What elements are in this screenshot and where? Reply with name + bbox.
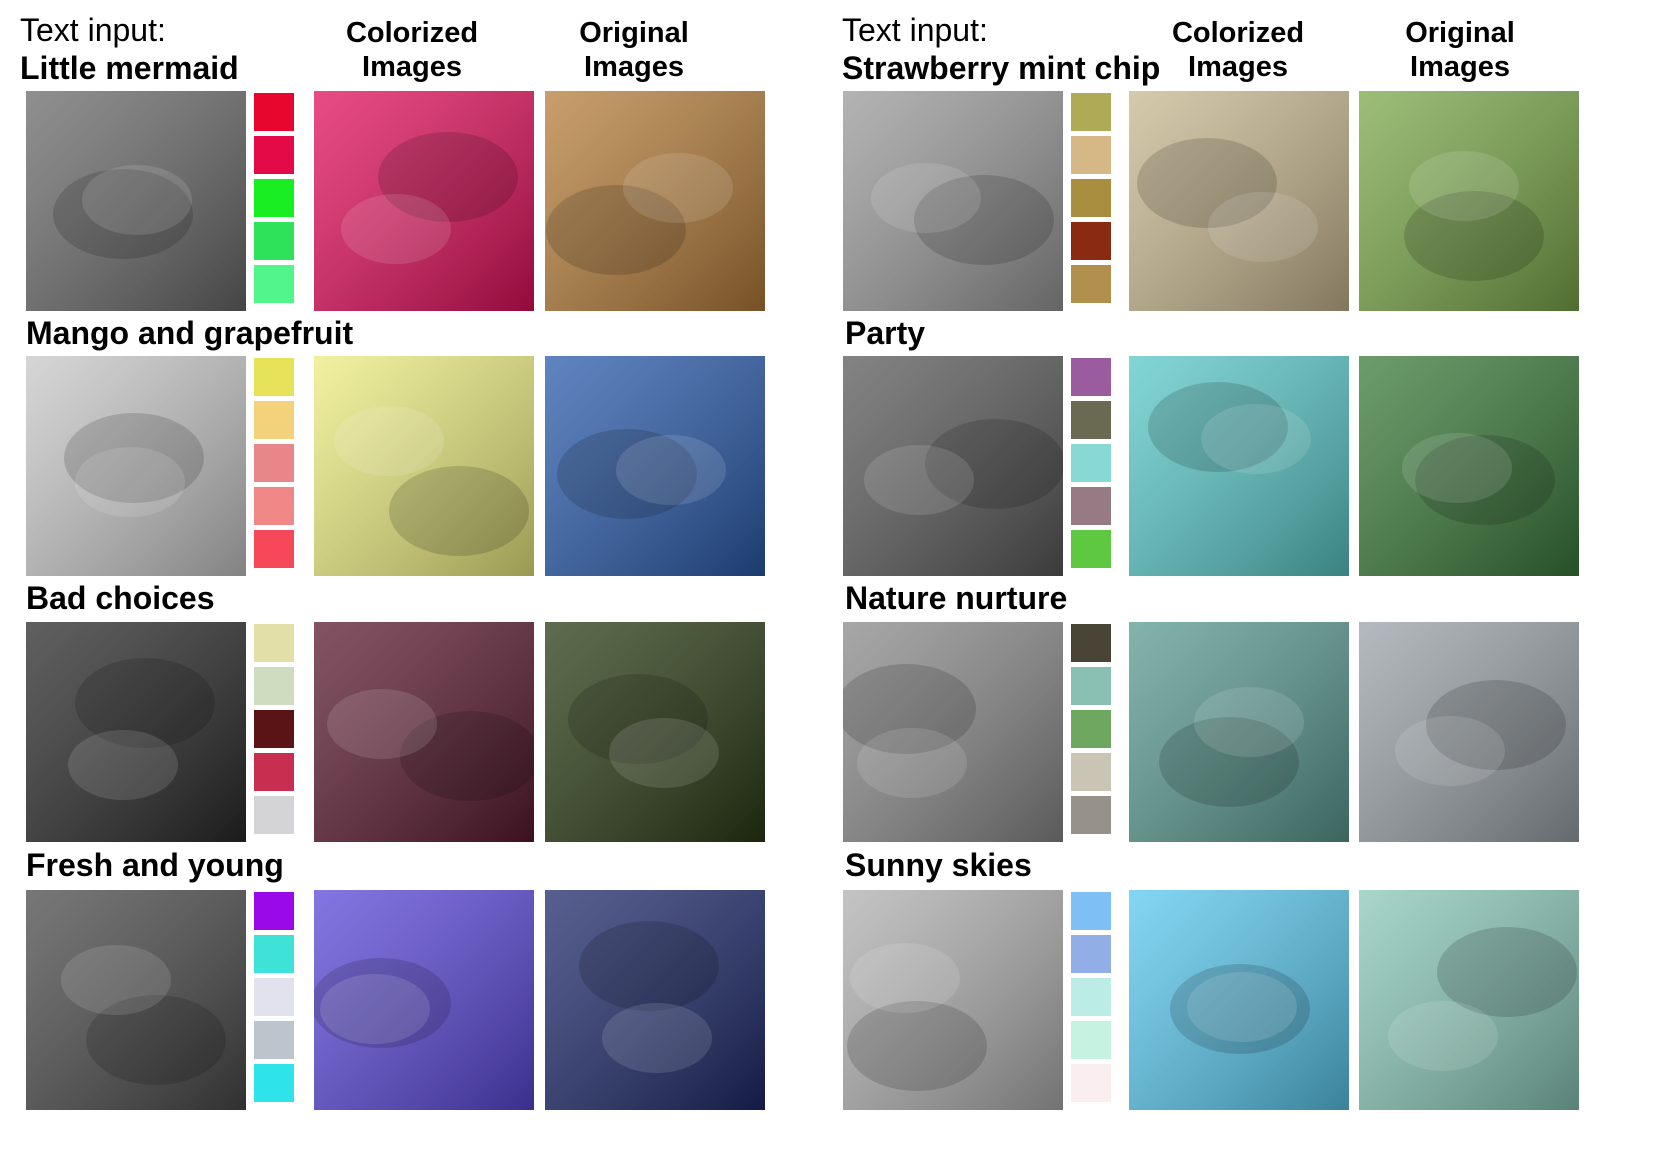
left-row-3-colorized-image — [314, 622, 534, 842]
right-row-1-label: Strawberry mint chip — [842, 50, 1161, 86]
right-row-3-label: Nature nurture — [845, 580, 1068, 616]
left-row-3-palette-swatch-3 — [254, 710, 294, 748]
left-text-input-label: Text input: — [20, 12, 166, 48]
left-row-3-original-image — [545, 622, 765, 842]
right-row-1-palette-swatch-4 — [1071, 222, 1111, 260]
left-row-2-label: Mango and grapefruit — [26, 315, 354, 351]
left-row-2-palette-swatch-2 — [254, 401, 294, 439]
left-row-2-palette-swatch-3 — [254, 444, 294, 482]
right-row-1-palette-swatch-2 — [1071, 136, 1111, 174]
right-row-4-palette-swatch-3 — [1071, 978, 1111, 1016]
right-row-3-palette-swatch-5 — [1071, 796, 1111, 834]
right-row-3-grayscale-image — [843, 622, 1063, 842]
right-row-2-palette-swatch-1 — [1071, 358, 1111, 396]
right-row-4-label: Sunny skies — [845, 847, 1032, 883]
left-row-3-palette-swatch-4 — [254, 753, 294, 791]
right-row-2-label: Party — [845, 315, 926, 351]
left-colorized-header-line2: Images — [362, 51, 462, 83]
right-row-2-palette-swatch-5 — [1071, 530, 1111, 568]
right-row-1-grayscale-image — [843, 91, 1063, 311]
left-row-4-palette-swatch-5 — [254, 1064, 294, 1102]
left-row-1-palette-swatch-3 — [254, 179, 294, 217]
right-row-4-grayscale-image — [843, 890, 1063, 1110]
left-row-4-original-image — [545, 890, 765, 1110]
left-row-2-original-image — [545, 356, 765, 576]
right-colorized-header-line1: Colorized — [1171, 17, 1305, 49]
right-row-3-original-image — [1359, 622, 1579, 842]
left-row-4-label: Fresh and young — [26, 847, 284, 883]
left-row-2-palette-swatch-4 — [254, 487, 294, 525]
left-row-1-label: Little mermaid — [20, 50, 239, 86]
right-row-1-original-image — [1359, 91, 1579, 311]
left-row-4-palette-swatch-4 — [254, 1021, 294, 1059]
right-row-2-palette-swatch-4 — [1071, 487, 1111, 525]
left-original-header-line2: Images — [584, 51, 684, 83]
left-row-4-palette-swatch-3 — [254, 978, 294, 1016]
right-row-1-palette-swatch-1 — [1071, 93, 1111, 131]
left-row-3-palette-swatch-2 — [254, 667, 294, 705]
right-row-3-colorized-image — [1129, 622, 1349, 842]
right-original-header: Original Images — [1380, 16, 1540, 84]
left-row-4-grayscale-image — [26, 890, 246, 1110]
left-row-4-colorized-image — [314, 890, 534, 1110]
right-row-2-original-image — [1359, 356, 1579, 576]
right-row-4-original-image — [1359, 890, 1579, 1110]
left-row-1-original-image — [545, 91, 765, 311]
right-row-4-palette-swatch-2 — [1071, 935, 1111, 973]
left-row-4-palette-swatch-1 — [254, 892, 294, 930]
right-row-3-palette-swatch-4 — [1071, 753, 1111, 791]
left-row-2-grayscale-image — [26, 356, 246, 576]
right-row-2-palette-swatch-3 — [1071, 444, 1111, 482]
left-row-3-grayscale-image — [26, 622, 246, 842]
left-original-header: Original Images — [554, 16, 714, 84]
left-row-3-label: Bad choices — [26, 580, 215, 616]
right-colorized-header-line2: Images — [1188, 51, 1288, 83]
right-original-header-line2: Images — [1410, 51, 1510, 83]
right-row-3-palette-swatch-1 — [1071, 624, 1111, 662]
left-row-1-palette-swatch-2 — [254, 136, 294, 174]
left-row-2-palette-swatch-1 — [254, 358, 294, 396]
right-row-2-colorized-image — [1129, 356, 1349, 576]
right-row-3-palette-swatch-2 — [1071, 667, 1111, 705]
right-text-input-label: Text input: — [842, 12, 988, 48]
right-row-3-palette-swatch-3 — [1071, 710, 1111, 748]
left-row-2-colorized-image — [314, 356, 534, 576]
left-row-3-palette-swatch-5 — [254, 796, 294, 834]
right-row-4-palette-swatch-4 — [1071, 1021, 1111, 1059]
right-row-2-palette-swatch-2 — [1071, 401, 1111, 439]
right-row-4-colorized-image — [1129, 890, 1349, 1110]
left-row-1-colorized-image — [314, 91, 534, 311]
right-row-4-palette-swatch-1 — [1071, 892, 1111, 930]
left-row-2-palette-swatch-5 — [254, 530, 294, 568]
left-row-1-palette-swatch-4 — [254, 222, 294, 260]
right-row-4-palette-swatch-5 — [1071, 1064, 1111, 1102]
left-row-1-grayscale-image — [26, 91, 246, 311]
left-row-3-palette-swatch-1 — [254, 624, 294, 662]
left-original-header-line1: Original — [579, 17, 689, 49]
right-row-1-palette-swatch-3 — [1071, 179, 1111, 217]
left-row-4-palette-swatch-2 — [254, 935, 294, 973]
left-row-1-palette-swatch-5 — [254, 265, 294, 303]
left-colorized-header-line1: Colorized — [345, 17, 479, 49]
right-colorized-header: Colorized Images — [1158, 16, 1318, 84]
right-row-1-colorized-image — [1129, 91, 1349, 311]
right-row-1-palette-swatch-5 — [1071, 265, 1111, 303]
right-original-header-line1: Original — [1405, 17, 1515, 49]
left-colorized-header: Colorized Images — [332, 16, 492, 84]
left-row-1-palette-swatch-1 — [254, 93, 294, 131]
right-row-2-grayscale-image — [843, 356, 1063, 576]
